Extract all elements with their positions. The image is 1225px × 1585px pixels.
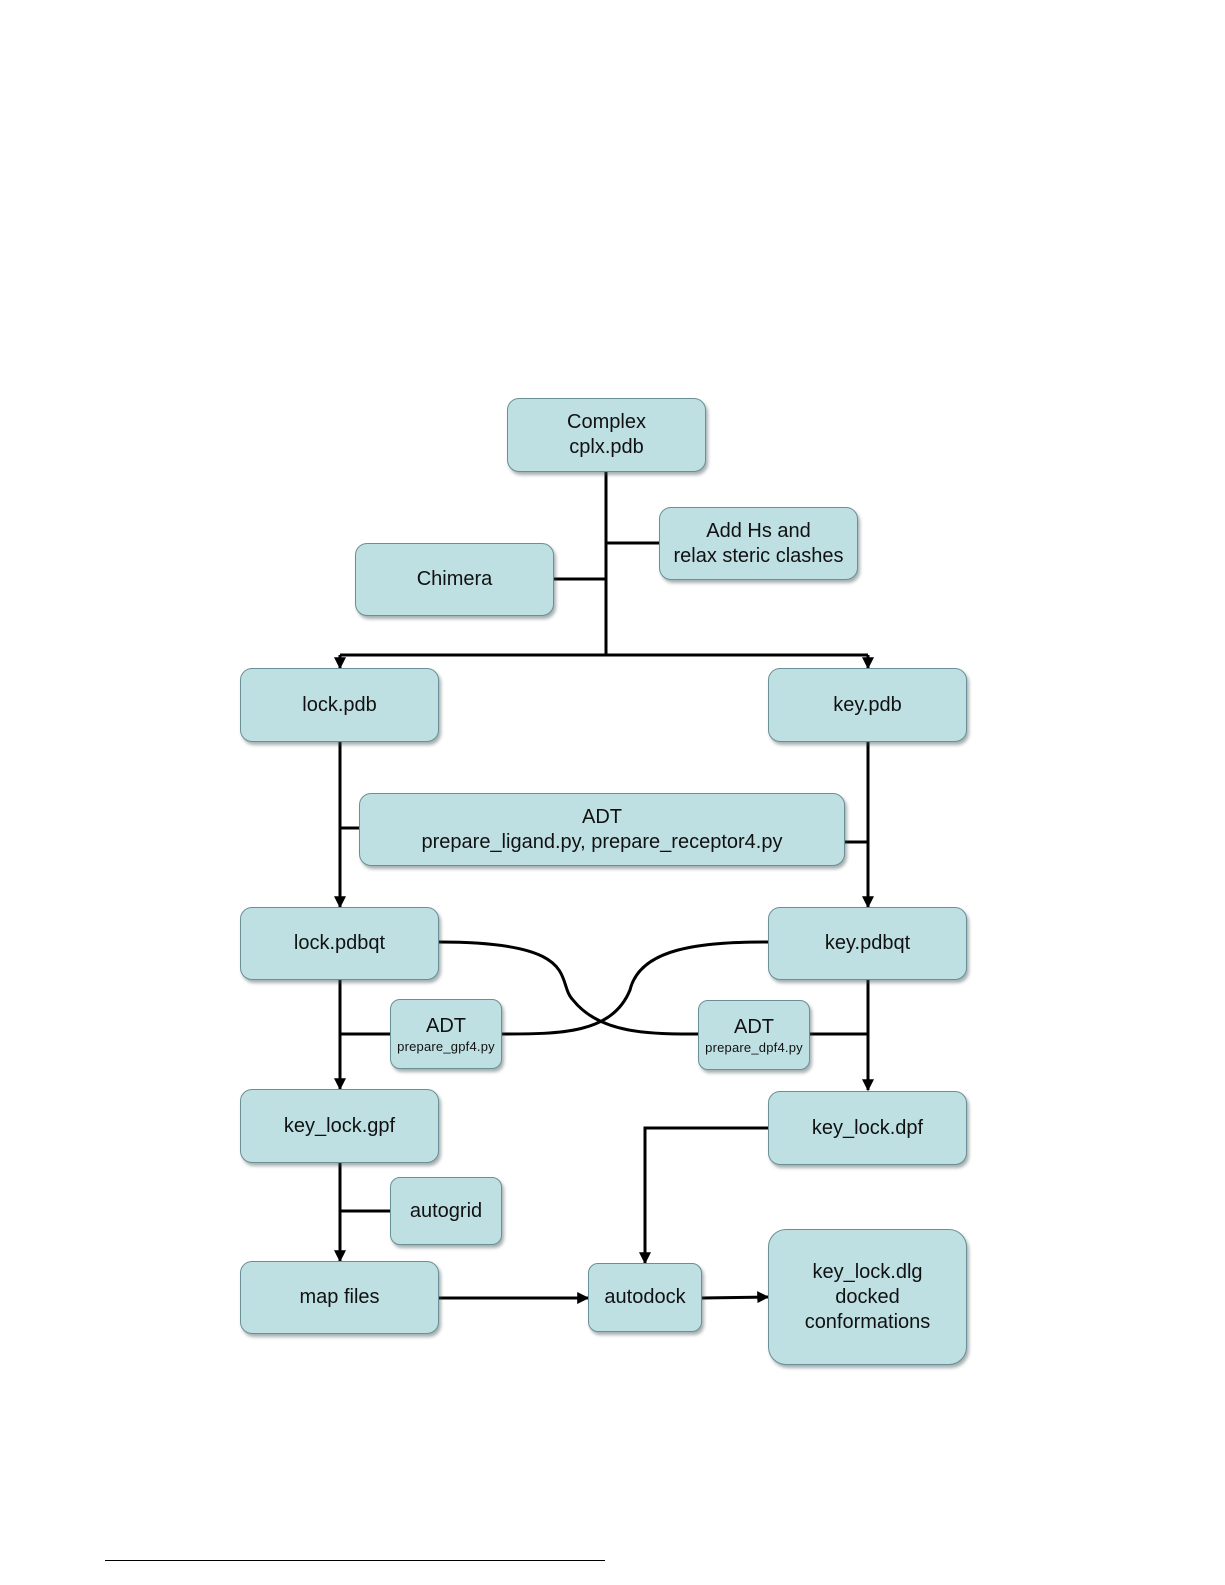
key-lock-dlg-line2: docked bbox=[835, 1285, 900, 1310]
add-hs-line1: Add Hs and bbox=[706, 519, 811, 544]
footer-rule bbox=[105, 1560, 605, 1561]
key-lock-dpf-node: key_lock.dpf bbox=[768, 1091, 967, 1165]
chimera-node: Chimera bbox=[355, 543, 554, 616]
autogrid-label: autogrid bbox=[410, 1199, 482, 1224]
adt-dpf-title: ADT bbox=[734, 1015, 774, 1040]
key-lock-gpf-node: key_lock.gpf bbox=[240, 1089, 439, 1163]
adt-prepare-title: ADT bbox=[582, 805, 622, 830]
complex-file: cplx.pdb bbox=[569, 435, 644, 460]
lock-pdb-node: lock.pdb bbox=[240, 668, 439, 742]
key-lock-dlg-node: key_lock.dlg docked conformations bbox=[768, 1229, 967, 1365]
map-files-label: map files bbox=[299, 1285, 379, 1310]
autogrid-node: autogrid bbox=[390, 1177, 502, 1245]
key-lock-dlg-file: key_lock.dlg bbox=[812, 1260, 922, 1285]
adt-prepare-node: ADT prepare_ligand.py, prepare_receptor4… bbox=[359, 793, 845, 866]
add-hs-line2: relax steric clashes bbox=[673, 544, 843, 569]
adt-gpf-script: prepare_gpf4.py bbox=[397, 1039, 495, 1054]
key-pdbqt-label: key.pdbqt bbox=[825, 931, 910, 956]
lock-pdbqt-node: lock.pdbqt bbox=[240, 907, 439, 980]
key-pdb-label: key.pdb bbox=[833, 693, 902, 718]
adt-dpf-script: prepare_dpf4.py bbox=[705, 1040, 803, 1055]
add-hs-node: Add Hs and relax steric clashes bbox=[659, 507, 858, 580]
map-files-node: map files bbox=[240, 1261, 439, 1334]
adt-dpf-node: ADT prepare_dpf4.py bbox=[698, 1000, 810, 1070]
key-pdbqt-node: key.pdbqt bbox=[768, 907, 967, 980]
complex-title: Complex bbox=[567, 410, 646, 435]
key-pdb-node: key.pdb bbox=[768, 668, 967, 742]
chimera-label: Chimera bbox=[417, 567, 493, 592]
arrow-dpf-to-autodock bbox=[645, 1128, 768, 1263]
autodock-label: autodock bbox=[604, 1285, 685, 1310]
key-lock-dpf-label: key_lock.dpf bbox=[812, 1116, 923, 1141]
lock-pdbqt-label: lock.pdbqt bbox=[294, 931, 385, 956]
autodock-node: autodock bbox=[588, 1263, 702, 1332]
adt-gpf-title: ADT bbox=[426, 1014, 466, 1039]
adt-gpf-node: ADT prepare_gpf4.py bbox=[390, 999, 502, 1069]
key-lock-gpf-label: key_lock.gpf bbox=[284, 1114, 395, 1139]
lock-pdb-label: lock.pdb bbox=[302, 693, 377, 718]
adt-prepare-scripts: prepare_ligand.py, prepare_receptor4.py bbox=[422, 830, 783, 855]
key-lock-dlg-line3: conformations bbox=[805, 1310, 931, 1335]
arrow-autodock-to-dlg bbox=[702, 1297, 768, 1298]
complex-node: Complex cplx.pdb bbox=[507, 398, 706, 472]
